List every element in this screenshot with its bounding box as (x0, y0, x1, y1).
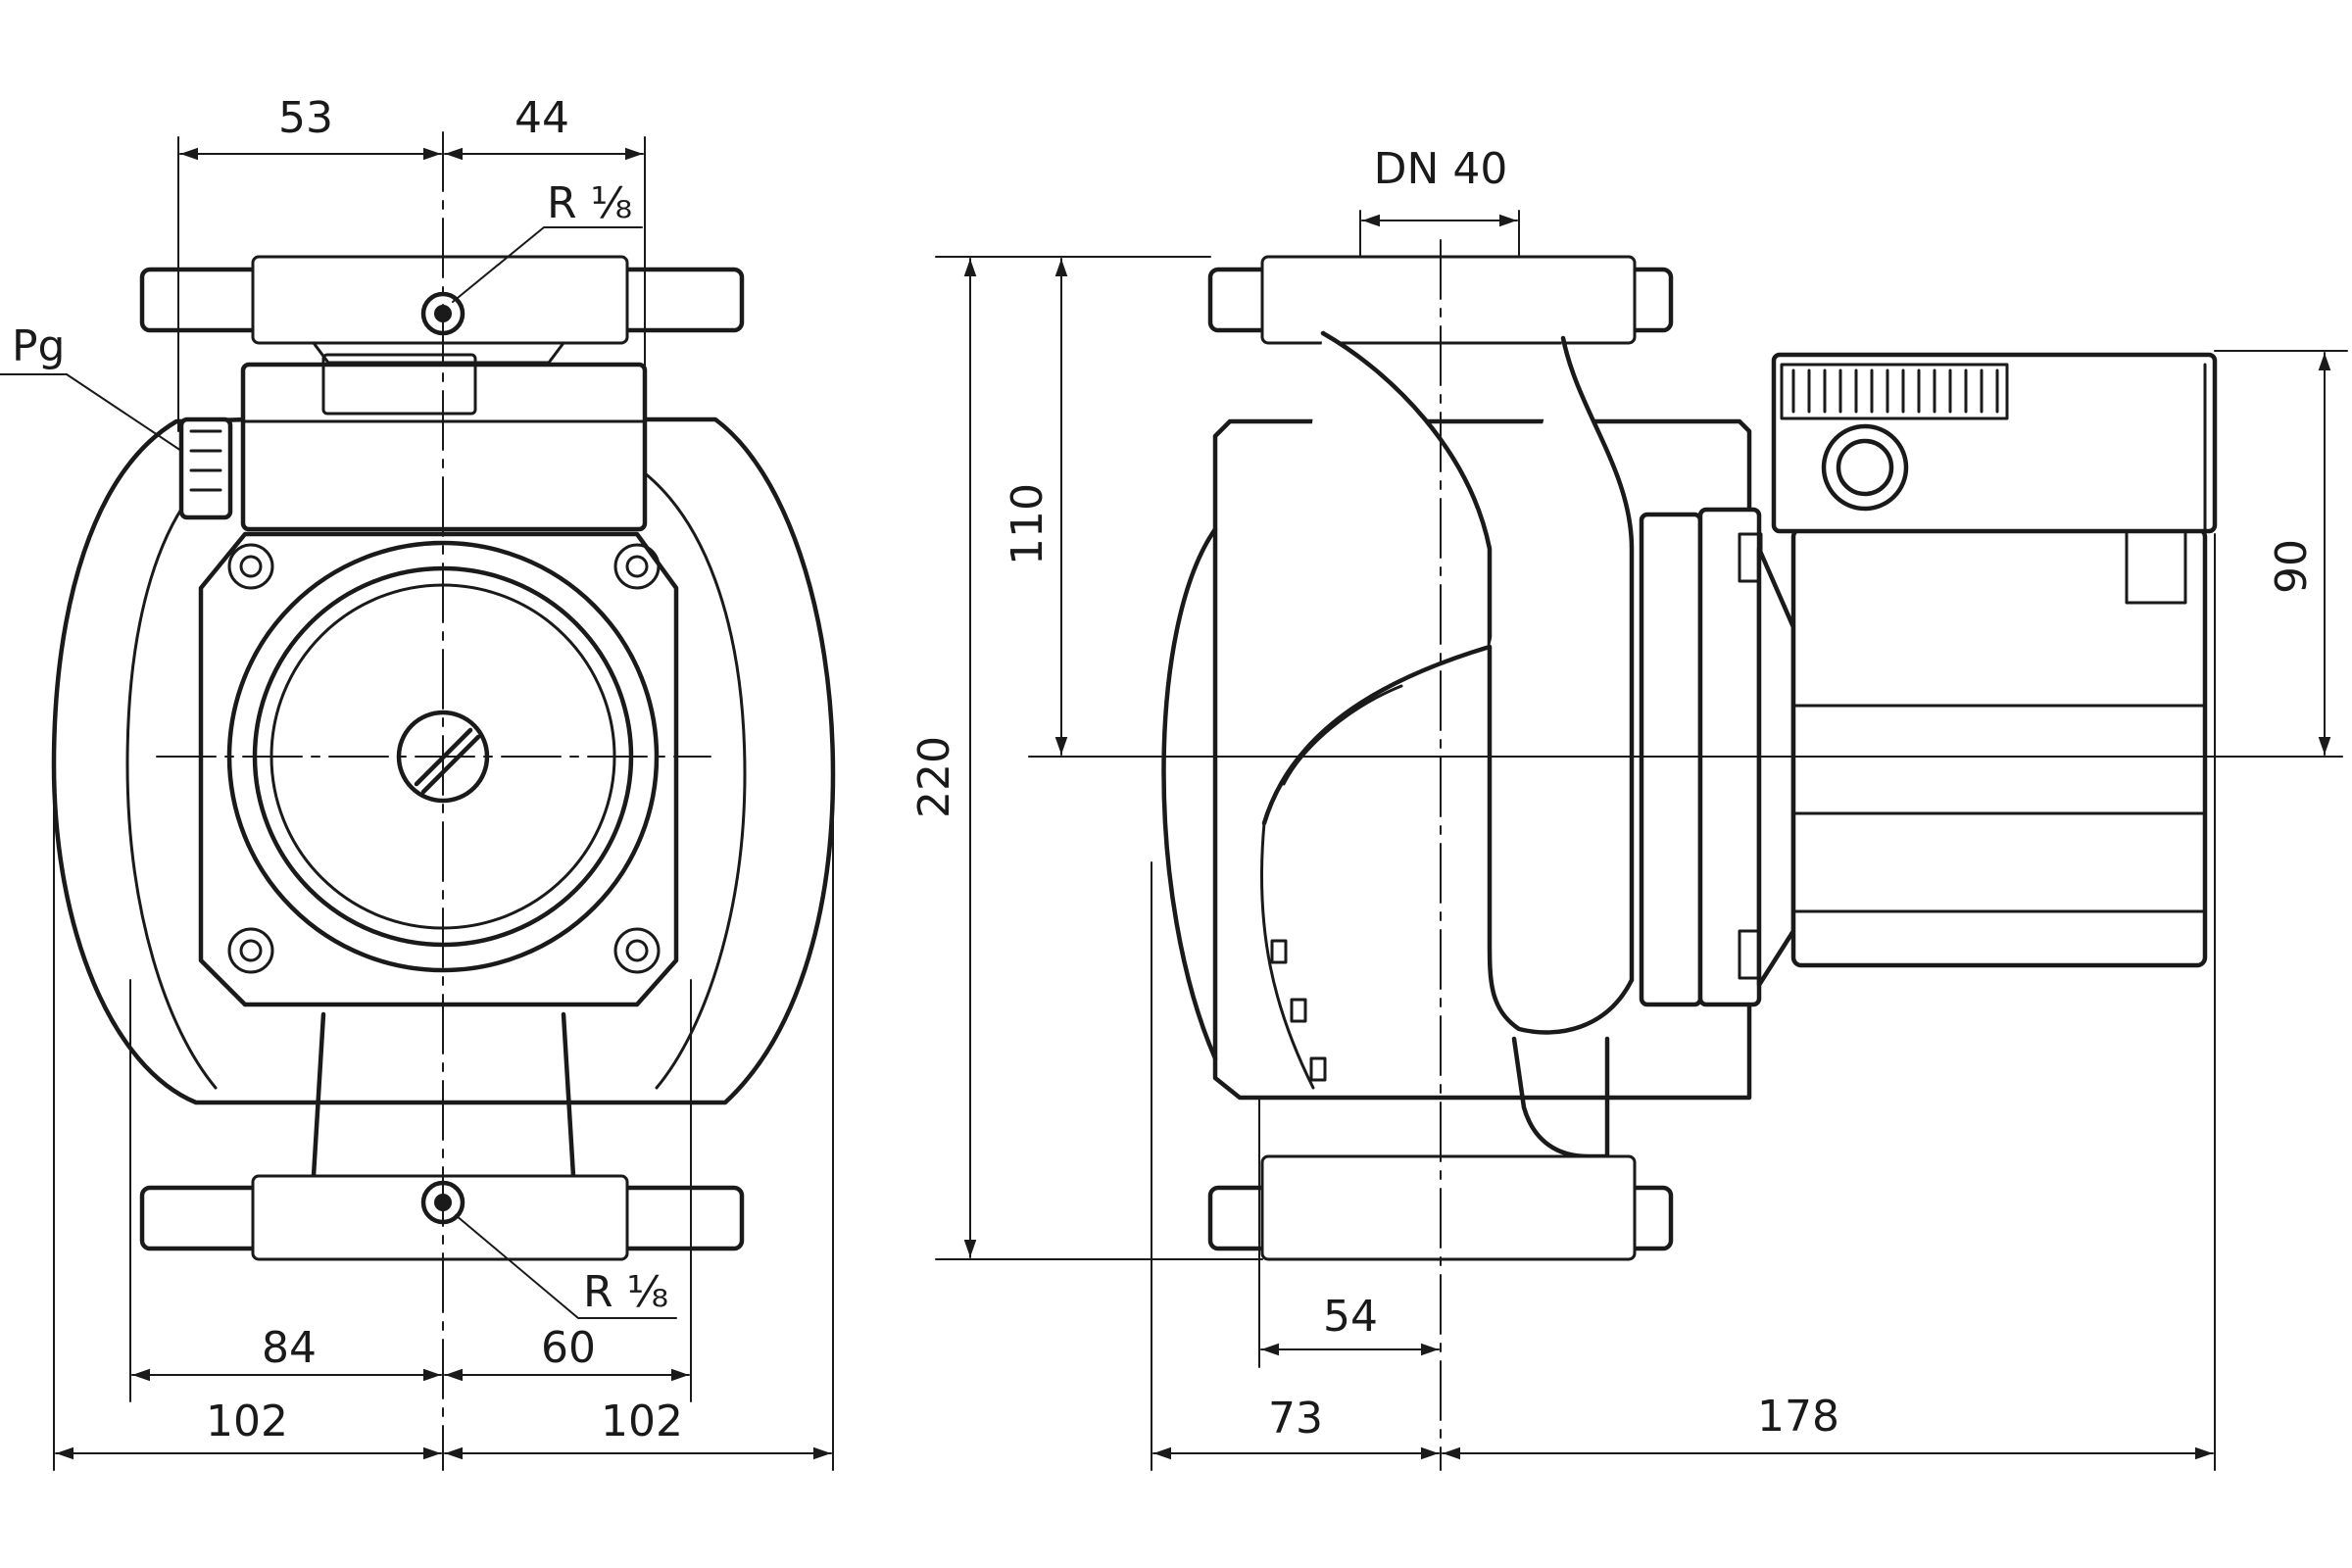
side-mark-3 (1309, 1056, 1327, 1082)
dim-102-left: 102 (206, 1396, 288, 1446)
bolt-top-right (613, 543, 661, 590)
side-left-bulge (1161, 526, 1218, 1061)
side-bottom-flange-inner (1260, 1154, 1637, 1261)
bolt-bottom-left-inner (239, 939, 263, 962)
vent-slots (1791, 368, 1999, 414)
side-top-flange-inner (1260, 255, 1637, 345)
dim-73: 73 (1268, 1394, 1323, 1444)
side-volute-channel (1487, 335, 1635, 1035)
dim-44: 44 (514, 93, 569, 143)
label-r-bottom: R ⅛ (583, 1267, 668, 1317)
side-mark-1 (1270, 939, 1288, 964)
front-housing-outline (51, 416, 836, 1105)
dim-53: 53 (278, 93, 333, 143)
dim-54: 54 (1323, 1292, 1378, 1342)
front-view: 53 44 84 60 102 102 Pg R ⅛ R ⅛ (0, 93, 836, 1471)
label-r-top: R ⅛ (547, 178, 632, 228)
dim-60: 60 (541, 1323, 596, 1373)
terminal-knob-outer (1821, 423, 1909, 512)
bolt-bottom-right (613, 927, 661, 974)
r-top-leader (452, 226, 643, 303)
dim-dn40: DN 40 (1374, 144, 1508, 194)
bolt-top-left-inner (239, 555, 263, 578)
side-motor-body (1756, 546, 1796, 988)
bolt-bottom-left (227, 927, 274, 974)
front-inner-housing (125, 459, 227, 1090)
bolt-top-right-inner (625, 555, 649, 578)
label-pg: Pg (12, 321, 65, 371)
r-bottom-leader (455, 1214, 677, 1319)
side-mark-2 (1290, 998, 1307, 1023)
side-view: DN 40 110 220 90 54 73 178 (909, 144, 2348, 1471)
dim-220: 220 (909, 736, 959, 818)
front-head-top (321, 353, 477, 416)
dim-90: 90 (2267, 539, 2317, 594)
pg-leader (0, 373, 182, 452)
terminal-box-vent-grille (1780, 363, 2009, 420)
vent-screw-slot-b (420, 734, 481, 795)
bolt-bottom-right-inner (625, 939, 649, 962)
dim-84: 84 (262, 1323, 317, 1373)
front-neck-top (312, 341, 565, 365)
bolt-top-left (227, 543, 274, 590)
dim-110: 110 (1003, 483, 1053, 565)
side-coupling-flange (1639, 512, 1703, 1007)
pg-cable-gland (178, 416, 233, 520)
side-volute-lower (1259, 821, 1315, 1090)
side-volute-inner (1282, 684, 1403, 786)
dim-178: 178 (1757, 1392, 1839, 1442)
dim-102-right: 102 (601, 1396, 683, 1446)
side-motor-stator (1790, 526, 2208, 968)
terminal-knob-inner (1836, 438, 1894, 497)
front-lower-neck (311, 1011, 576, 1179)
side-volute-upper (1261, 330, 1493, 826)
front-inner-housing-right (625, 459, 747, 1090)
